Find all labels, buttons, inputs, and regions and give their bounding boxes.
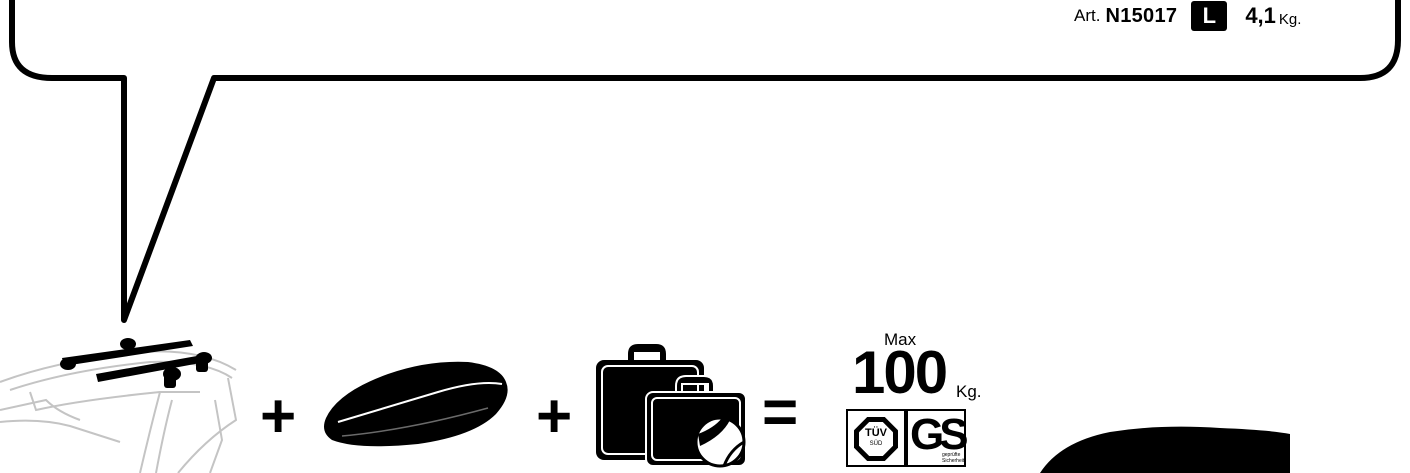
tuv-certification-badge: TÜV SÜD [846, 409, 906, 467]
size-badge: L [1191, 1, 1227, 31]
tuv-label: TÜV [861, 428, 891, 439]
roof-box-icon [318, 352, 514, 450]
car-silhouette-icon [1040, 424, 1300, 473]
equals-sign: = [762, 382, 798, 444]
gs-sub-label: geprüfte Sicherheit [942, 453, 964, 464]
article-info: Art. N15017 L 4,1 Kg. [1074, 0, 1301, 34]
weight-value: 4,1 [1245, 3, 1276, 29]
gs-label: GS [910, 413, 964, 457]
suitcases-ball-icon [590, 342, 750, 470]
plus-sign-2: + [536, 386, 572, 448]
max-load-unit: Kg. [956, 382, 982, 402]
max-load-value: 100 [852, 343, 946, 403]
plus-sign-1: + [260, 386, 296, 448]
tuv-sub-label: SÜD [861, 441, 891, 447]
weight-unit: Kg. [1279, 11, 1302, 28]
article-code: N15017 [1105, 5, 1177, 28]
article-label: Art. [1074, 6, 1100, 26]
roof-bars-car-icon [0, 330, 245, 473]
gs-certification-badge: GS geprüfte Sicherheit [906, 409, 966, 467]
